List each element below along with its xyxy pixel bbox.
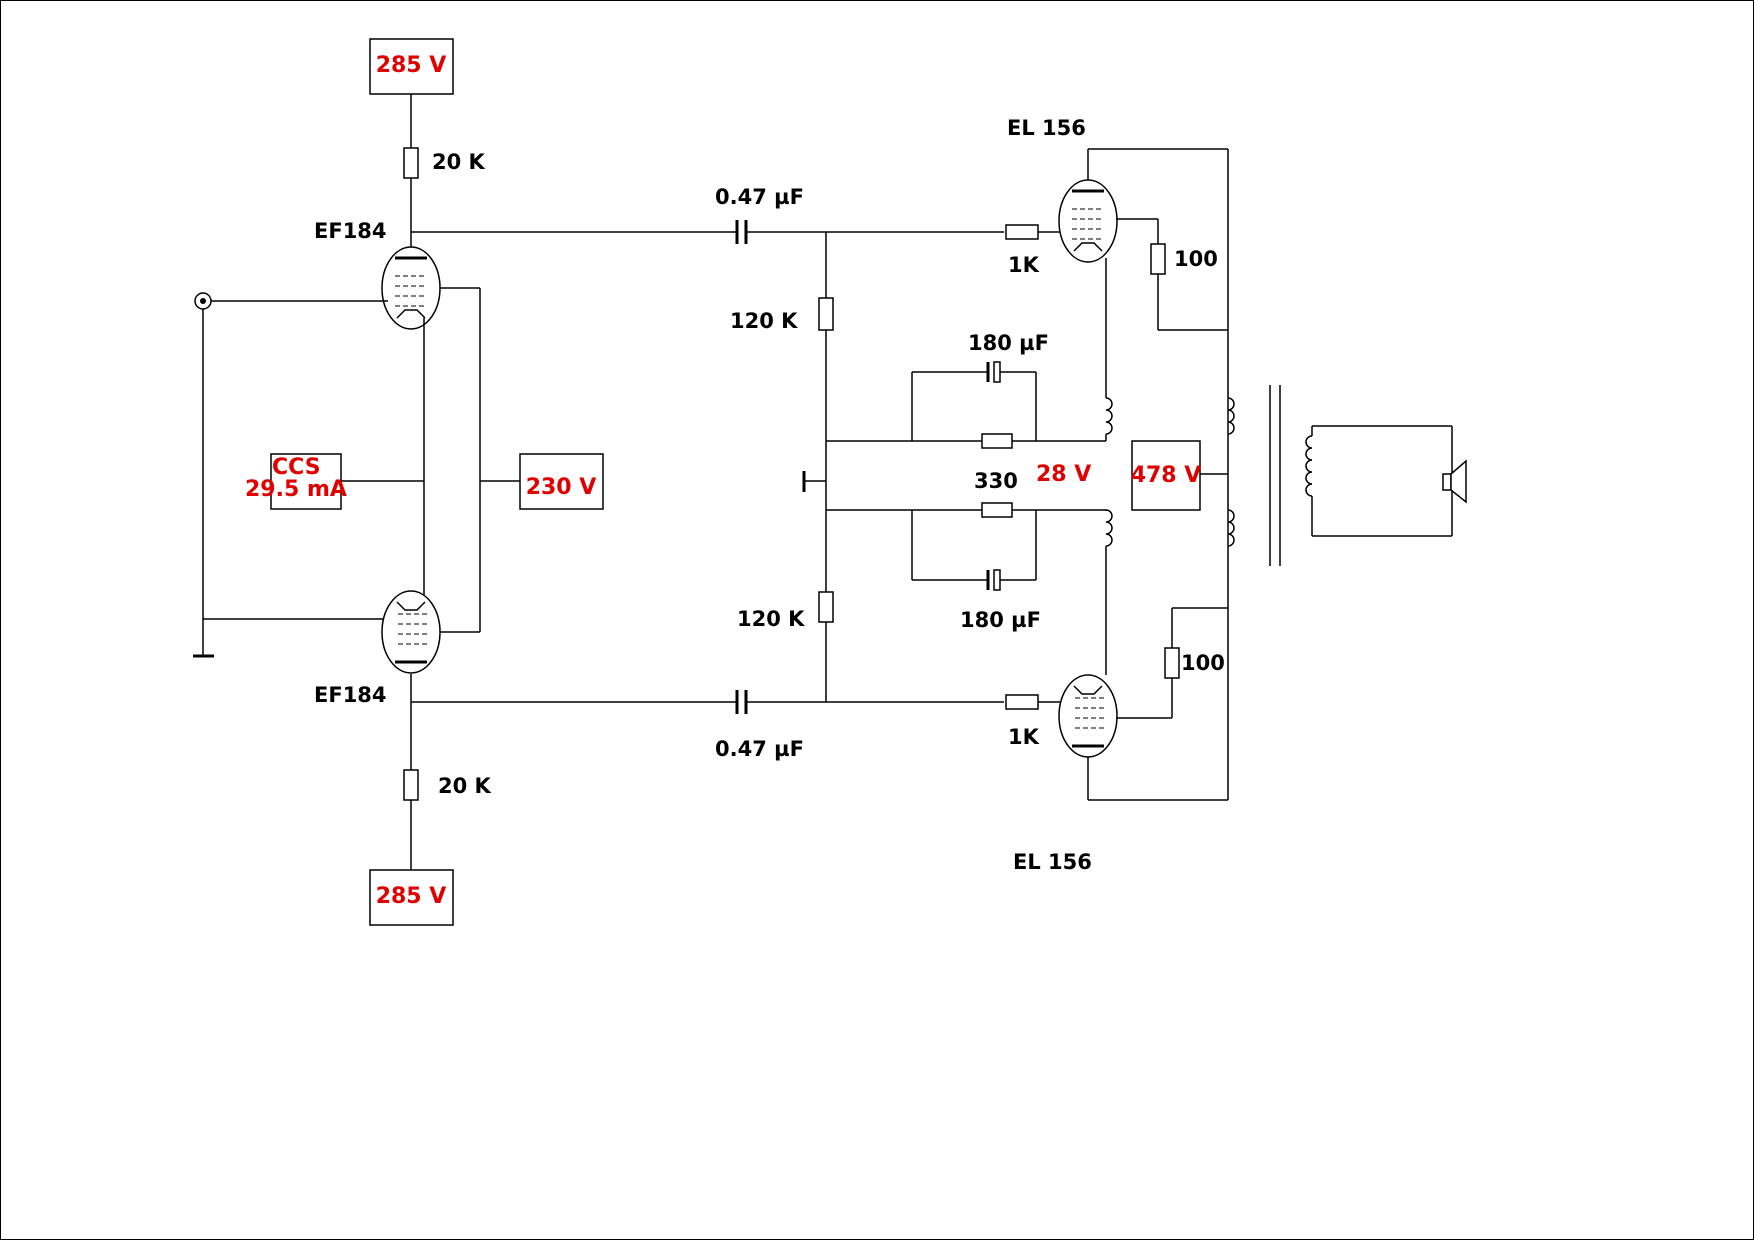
bypass-cap-top [993, 361, 1001, 383]
plate-resistor-bottom [403, 769, 419, 801]
grid-resistor-top-label: 120 K [730, 309, 798, 333]
screen-supply-voltage: 230 V [526, 475, 597, 500]
grid-stopper-bottom [1005, 694, 1039, 710]
screen-resistor-top [1150, 243, 1166, 275]
grid-stopper-top-label: 1K [1008, 253, 1040, 277]
ccs-current: 29.5 mA [245, 477, 347, 502]
driver-tube-top [380, 245, 442, 331]
driver-bottom-label: EF184 [314, 683, 387, 707]
coupling-cap-top-label: 0.47 µF [715, 185, 804, 209]
ot-primary-top [1227, 397, 1235, 435]
grid-stopper-bottom-label: 1K [1008, 725, 1040, 749]
driver-top-label: EF184 [314, 219, 387, 243]
plate-resistor-top [403, 147, 419, 179]
coupling-cap-bottom-label: 0.47 µF [715, 737, 804, 761]
cathode-choke-top [1105, 397, 1113, 435]
cathode-resistor-bottom [981, 502, 1013, 518]
plate-resistor-bottom-label: 20 K [438, 774, 492, 798]
screen-resistor-bottom-label: 100 [1181, 651, 1225, 675]
driver-tube-bottom [380, 589, 442, 675]
bypass-cap-bottom-label: 180 µF [960, 608, 1041, 632]
plate-supply-voltage: 478 V [1131, 463, 1202, 488]
cathode-choke-bottom [1105, 509, 1113, 547]
ot-primary-bottom [1227, 509, 1235, 547]
screen-resistor-bottom [1164, 647, 1180, 679]
bottom-supply-box: 285 V [369, 869, 454, 926]
bypass-cap-bottom [993, 569, 1001, 591]
cathode-resistor-label: 330 [974, 469, 1018, 493]
ot-secondary [1305, 435, 1313, 497]
ccs-box: CCS 29.5 mA [245, 453, 347, 510]
ccs-title: CCS [272, 455, 321, 480]
output-bottom-label: EL 156 [1013, 850, 1092, 874]
grid-resistor-bottom [818, 591, 834, 623]
output-tube-top [1057, 178, 1119, 264]
grid-resistor-top [818, 297, 834, 331]
cathode-resistor-top [981, 433, 1013, 449]
bypass-cap-top-label: 180 µF [968, 331, 1049, 355]
cathode-voltage: 28 V [1036, 462, 1091, 487]
speaker-icon [1442, 459, 1467, 504]
grid-stopper-top [1005, 224, 1039, 240]
output-top-label: EL 156 [1007, 116, 1086, 140]
screen-supply-box: 230 V [519, 453, 604, 510]
output-tube-bottom [1057, 673, 1119, 759]
plate-resistor-top-label: 20 K [432, 150, 486, 174]
grid-resistor-bottom-label: 120 K [737, 607, 805, 631]
screen-resistor-top-label: 100 [1174, 247, 1218, 271]
bottom-supply-voltage: 285 V [376, 884, 447, 909]
top-supply-voltage: 285 V [376, 53, 447, 78]
top-supply-box: 285 V [369, 38, 454, 95]
plate-supply-box: 478 V [1131, 440, 1202, 511]
